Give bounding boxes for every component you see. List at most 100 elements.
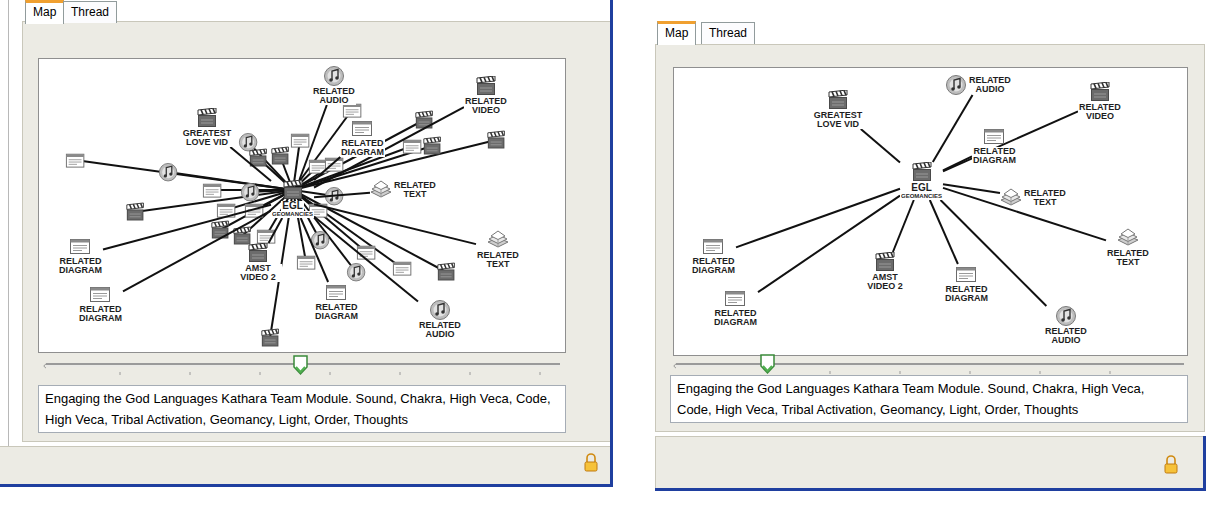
media-node: RELATED TEXT <box>1000 188 1067 208</box>
media-node: RELATED DIAGRAM <box>972 126 1017 165</box>
media-node: GREATEST LOVE VID <box>808 90 868 129</box>
node-label: RELATED AUDIO <box>968 76 1012 94</box>
node-label: GREATEST LOVE VID <box>808 111 868 129</box>
media-node: AMST VIDEO 2 <box>861 252 909 291</box>
side-rule <box>8 0 9 448</box>
text-icon <box>370 180 392 200</box>
audio-icon <box>429 300 451 320</box>
media-node: RELATED AUDIO <box>312 66 356 105</box>
doc-icon <box>724 288 746 308</box>
link-line <box>861 129 900 163</box>
node-label: RELATED TEXT <box>1106 249 1150 267</box>
node-label: RELATED AUDIO <box>418 321 462 339</box>
window-border <box>1203 436 1206 490</box>
link-line <box>736 189 900 248</box>
doc-icon <box>89 284 111 304</box>
node-label: RELATED DIAGRAM <box>78 305 123 323</box>
node-label: GREATEST LOVE VID <box>177 129 237 147</box>
node-label: RELATED DIAGRAM <box>713 309 758 327</box>
video-icon <box>475 76 497 96</box>
status-bar <box>655 436 1206 489</box>
slider <box>674 355 1184 374</box>
window-border <box>0 484 613 487</box>
node-label: RELATED AUDIO <box>1044 327 1088 345</box>
link-line <box>943 188 1106 241</box>
media-node: RELATED DIAGRAM <box>314 282 359 321</box>
node-label: RELATED TEXT <box>393 181 437 199</box>
media-node: RELATED VIDEO <box>464 76 508 115</box>
tab-label: Map <box>25 0 64 24</box>
node-label: RELATED TEXT <box>476 251 520 269</box>
media-node: RELATED DIAGRAM <box>58 236 103 275</box>
lock-icon <box>1165 456 1177 473</box>
link-line <box>301 218 328 282</box>
node-label: RELATED DIAGRAM <box>691 257 736 275</box>
window-border <box>655 488 1206 491</box>
media-node: GREATEST LOVE VID <box>177 108 237 147</box>
audio-icon <box>1055 306 1077 326</box>
video-icon <box>827 90 849 110</box>
tab-label: Thread <box>63 1 117 23</box>
video-icon <box>282 180 304 200</box>
link-line <box>269 218 283 243</box>
media-node: RELATED TEXT <box>370 180 437 200</box>
media-node: RELATED AUDIO <box>418 300 462 339</box>
media-node: RELATED DIAGRAM <box>944 264 989 303</box>
link-line <box>314 204 476 244</box>
doc-icon <box>702 236 724 256</box>
tab-label: Map <box>657 21 696 45</box>
doc-icon <box>983 126 1005 146</box>
media-node: EGLGEOMANCIES <box>900 162 943 200</box>
video-icon <box>196 108 218 128</box>
media-node: RELATED TEXT <box>1106 228 1150 267</box>
video-icon <box>911 162 933 182</box>
node-label: RELATED DIAGRAM <box>58 257 103 275</box>
node-label: EGL <box>910 183 933 193</box>
link-line <box>314 193 370 198</box>
node-label: RELATED DIAGRAM <box>972 147 1017 165</box>
link-line <box>103 205 271 250</box>
media-node: RELATED DIAGRAM <box>713 288 758 327</box>
slider <box>44 356 560 375</box>
media-node: AMST VIDEO 2 <box>234 243 282 282</box>
link-line <box>943 111 1078 171</box>
media-node: RELATED VIDEO <box>1078 82 1122 121</box>
media-node: RELATED AUDIO <box>945 75 1012 95</box>
node-label: RELATED AUDIO <box>312 87 356 105</box>
media-node: RELATED AUDIO <box>1044 306 1088 345</box>
node-label: EGL <box>281 201 304 211</box>
link-line <box>299 105 326 180</box>
video-icon <box>874 252 896 272</box>
description-text: Engaging the God Languages Kathara Team … <box>38 385 566 433</box>
video-icon <box>1089 82 1111 102</box>
node-label: RELATED DIAGRAM <box>340 139 385 157</box>
node-label: GEOMANCIES <box>900 193 943 200</box>
node-label: GEOMANCIES <box>271 211 314 218</box>
node-label: AMST VIDEO 2 <box>234 264 282 282</box>
media-node: EGLGEOMANCIES <box>271 180 314 218</box>
audio-icon <box>945 75 967 95</box>
doc-icon <box>325 282 347 302</box>
description-text: Engaging the God Languages Kathara Team … <box>670 375 1188 423</box>
link-line <box>933 95 973 162</box>
link-line <box>314 157 340 180</box>
doc-icon <box>955 264 977 284</box>
node-label: RELATED DIAGRAM <box>314 303 359 321</box>
link-line <box>943 156 972 170</box>
node-label: RELATED VIDEO <box>1078 103 1122 121</box>
text-icon <box>1117 228 1139 248</box>
text-icon <box>487 230 509 250</box>
doc-icon <box>69 236 91 256</box>
doc-icon <box>351 118 373 138</box>
link-line <box>893 200 914 252</box>
node-label: RELATED VIDEO <box>464 97 508 115</box>
link-line <box>314 217 418 302</box>
node-label: AMST VIDEO 2 <box>861 273 909 291</box>
link-line <box>941 200 1047 306</box>
link-line <box>230 147 271 181</box>
node-label: RELATED DIAGRAM <box>944 285 989 303</box>
media-node: RELATED DIAGRAM <box>691 236 736 275</box>
link-line <box>314 107 464 187</box>
status-bar <box>0 446 611 485</box>
link-line <box>930 200 958 264</box>
